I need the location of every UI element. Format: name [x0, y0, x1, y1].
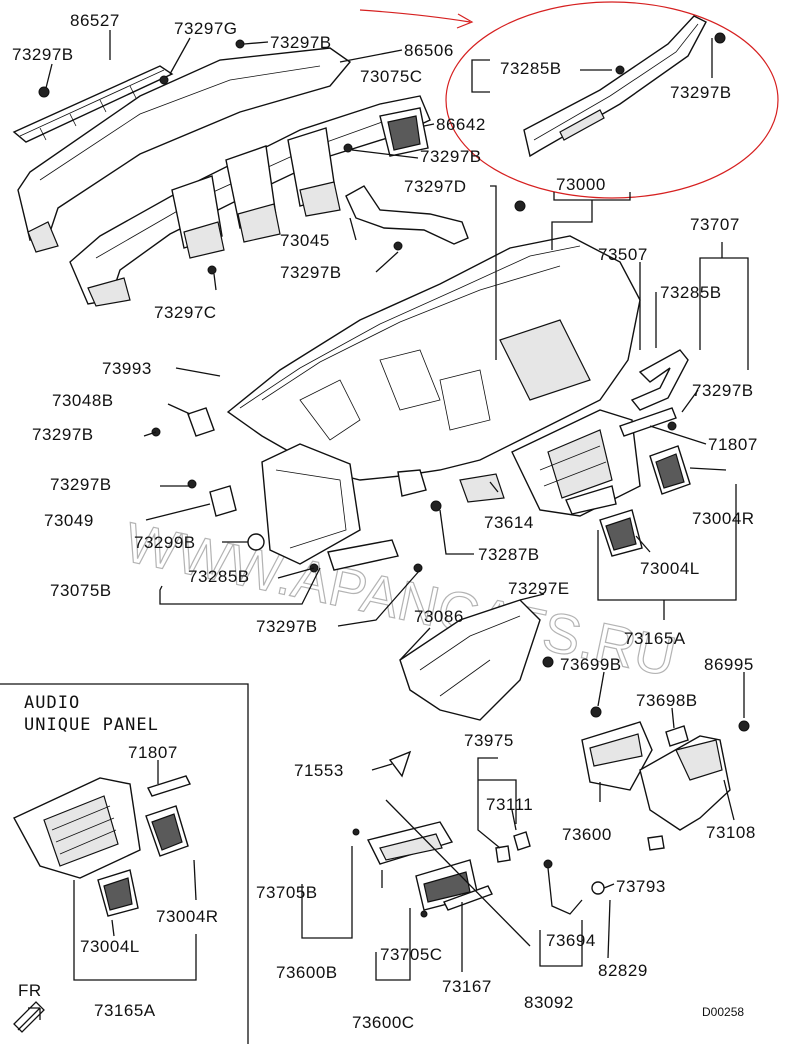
label-73698B: 73698B: [636, 691, 698, 710]
label-73000: 73000: [556, 175, 606, 194]
label-73167: 73167: [442, 977, 492, 996]
audio-inset: AUDIO UNIQUE PANEL: [0, 683, 249, 1044]
label-73297B-i: 73297B: [256, 617, 318, 636]
label-73285B-b: 73285B: [660, 283, 722, 302]
label-86995: 86995: [704, 655, 754, 674]
label-73600C: 73600C: [352, 1013, 415, 1032]
label-73614: 73614: [484, 513, 534, 532]
front-direction-arrow: FR: [13, 981, 45, 1033]
label-73165A-a: 73165A: [624, 629, 686, 648]
label-73707: 73707: [690, 215, 740, 234]
label-73297E: 73297E: [508, 579, 570, 598]
label-73297B-c: 73297B: [670, 83, 732, 102]
label-73699B: 73699B: [560, 655, 622, 674]
label-73600: 73600: [562, 825, 612, 844]
part-labels: 86527 73297G 73297B 73297B 86506 73075C …: [12, 11, 758, 1032]
label-73297B-d: 73297B: [420, 147, 482, 166]
label-83092: 83092: [524, 993, 574, 1012]
label-73297C: 73297C: [154, 303, 217, 322]
diagram-code: D00258: [702, 1005, 744, 1019]
label-73297B-h: 73297B: [50, 475, 112, 494]
label-71553: 71553: [294, 761, 344, 780]
label-73285B-a: 73285B: [500, 59, 562, 78]
label-73297B-g: 73297B: [32, 425, 94, 444]
label-73045: 73045: [280, 231, 330, 250]
label-73975: 73975: [464, 731, 514, 750]
label-73075B: 73075B: [50, 581, 112, 600]
label-73705B: 73705B: [256, 883, 318, 902]
label-73705C: 73705C: [380, 945, 443, 964]
label-73297G: 73297G: [174, 19, 238, 38]
red-annotation: [359, 1, 779, 199]
label-73694: 73694: [546, 931, 596, 950]
inset-title-line1: AUDIO: [24, 693, 80, 713]
label-73600B: 73600B: [276, 963, 338, 982]
label-73793: 73793: [616, 877, 666, 896]
small-parts: [187, 407, 731, 915]
label-73297D: 73297D: [404, 177, 467, 196]
label-73004L-a: 73004L: [640, 559, 700, 578]
label-73108: 73108: [706, 823, 756, 842]
inset-title-line2: UNIQUE PANEL: [24, 715, 159, 735]
screws: [38, 32, 750, 918]
label-73993: 73993: [102, 359, 152, 378]
label-73086: 73086: [414, 607, 464, 626]
label-71807-a: 71807: [708, 435, 758, 454]
label-73299B: 73299B: [134, 533, 196, 552]
instrument-panel: [226, 235, 641, 565]
direction-label: FR: [18, 981, 42, 1000]
label-73297B-f: 73297B: [692, 381, 754, 400]
label-73297B-e: 73297B: [280, 263, 342, 282]
label-73165A-b: 73165A: [94, 1001, 156, 1020]
label-86506: 86506: [404, 41, 454, 60]
label-86527: 86527: [70, 11, 120, 30]
label-73111: 73111: [486, 795, 533, 814]
label-82829: 82829: [598, 961, 648, 980]
label-73287B: 73287B: [478, 545, 540, 564]
label-73075C: 73075C: [360, 67, 423, 86]
leader-lines: [45, 30, 749, 981]
label-73297B-b: 73297B: [270, 33, 332, 52]
center-panel: [511, 349, 691, 557]
label-86642: 86642: [436, 115, 486, 134]
duct-assembly: [12, 15, 707, 307]
label-73048B: 73048B: [52, 391, 114, 410]
label-71807-b: 71807: [128, 743, 178, 762]
label-73297B-a: 73297B: [12, 45, 74, 64]
label-73507: 73507: [598, 245, 648, 264]
label-73049: 73049: [44, 511, 94, 530]
label-73004R-b: 73004R: [156, 907, 219, 926]
label-73004L-b: 73004L: [80, 937, 140, 956]
label-73285B-c: 73285B: [188, 567, 250, 586]
label-73004R-a: 73004R: [692, 509, 755, 528]
